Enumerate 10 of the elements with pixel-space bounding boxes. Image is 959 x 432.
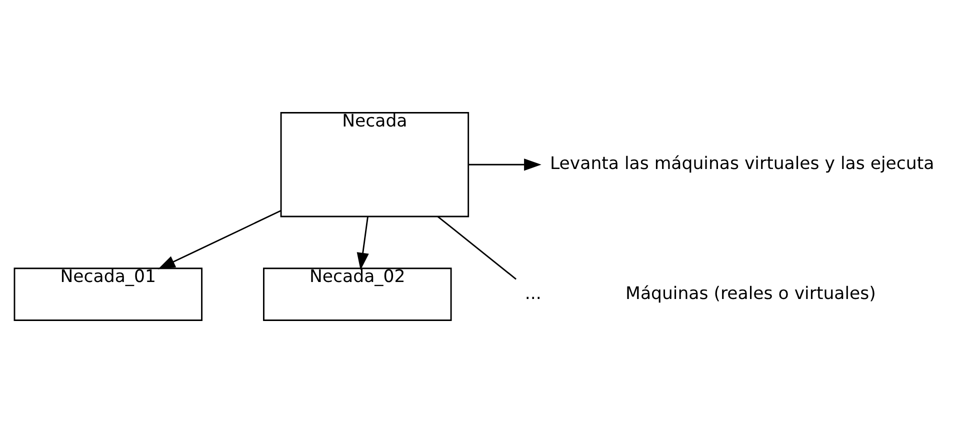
node-text: ... (524, 283, 542, 304)
arrow (356, 216, 369, 270)
node-box: Necada (280, 112, 470, 217)
node-box: Necada_02 (263, 267, 452, 320)
node-text: Levanta las máquinas virtuales y las ejecuta (550, 154, 934, 174)
node-box: Necada_01 (14, 267, 202, 320)
arrow (158, 210, 282, 269)
label: Máquinas (reales o virtuales) (626, 283, 876, 304)
arrow (468, 158, 542, 170)
connector (437, 215, 516, 280)
